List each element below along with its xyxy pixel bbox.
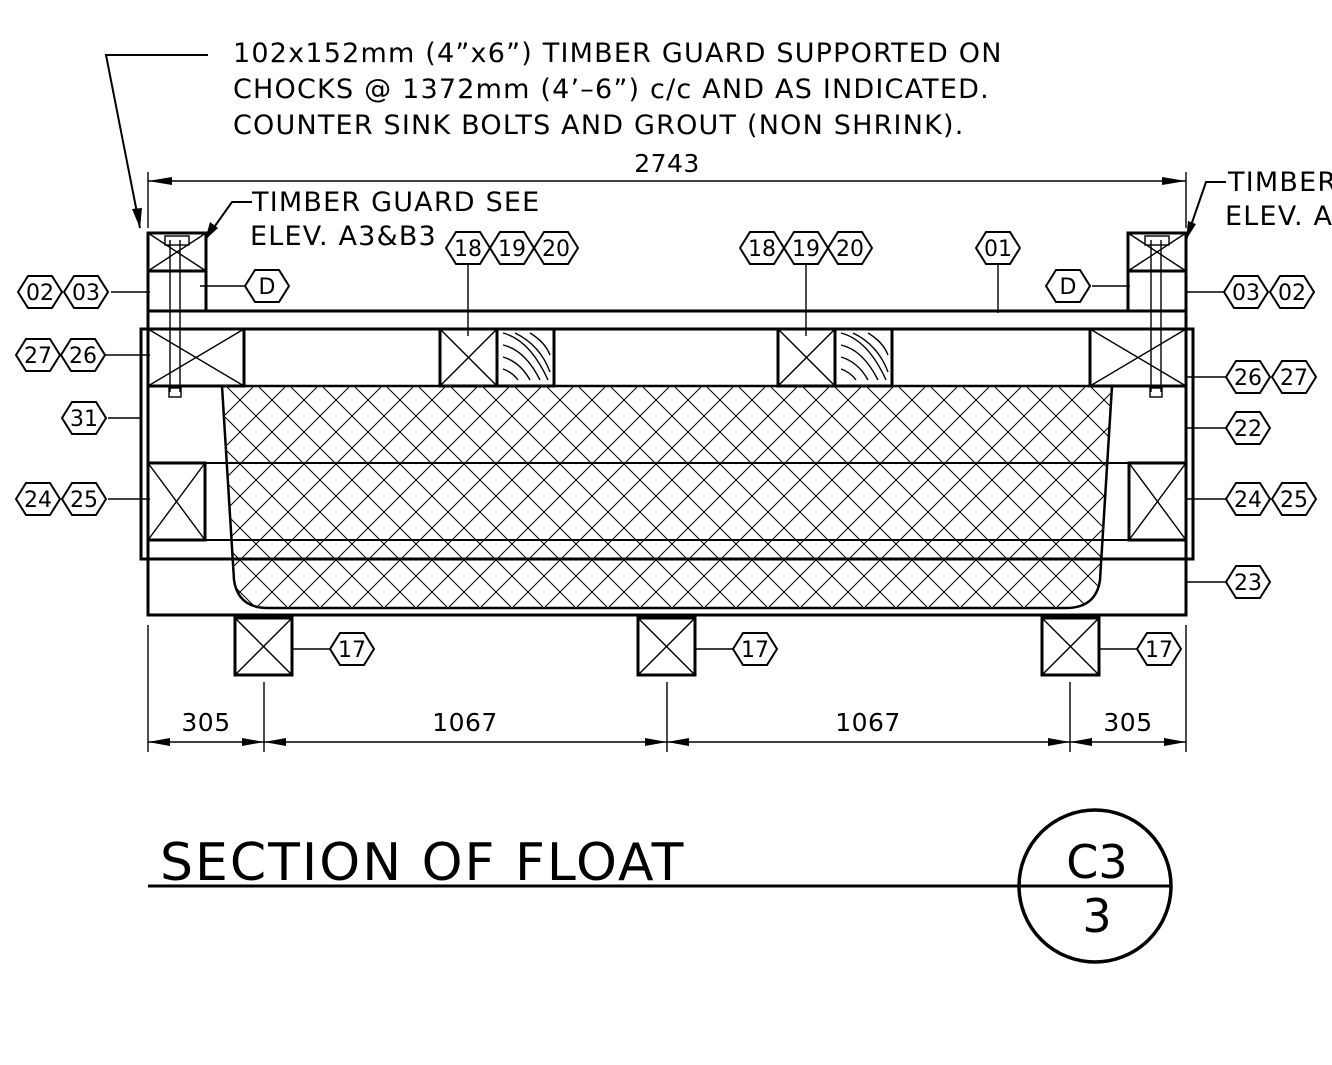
tag-20-b: 20: [826, 231, 874, 265]
dim-305-right: 305: [1103, 708, 1152, 737]
tag-17-a: 17: [328, 632, 376, 666]
tag-02-left: 02: [16, 275, 64, 309]
tag-group-top-mid: 18 19 20: [738, 231, 874, 265]
tag-23: 23: [1224, 565, 1272, 599]
chock-2: [636, 616, 697, 677]
dim-1067-right: 1067: [835, 708, 901, 737]
note-leader: [104, 54, 208, 229]
svg-text:19: 19: [792, 237, 820, 262]
tag-26-left: 26: [59, 338, 107, 372]
tag-20-a: 20: [532, 231, 580, 265]
dim-2743: 2743: [634, 149, 700, 178]
svg-text:27: 27: [24, 344, 52, 369]
svg-text:19: 19: [498, 237, 526, 262]
joist-pair-2: [776, 327, 894, 388]
svg-text:26: 26: [69, 344, 97, 369]
svg-text:22: 22: [1234, 417, 1262, 442]
chock-1: [233, 616, 294, 677]
svg-text:01: 01: [984, 237, 1012, 262]
svg-text:D: D: [259, 275, 276, 300]
tag-leaders: [105, 264, 1226, 650]
top-waler-left: [146, 327, 246, 388]
right-timber-label-2: ELEV. A: [1225, 201, 1332, 232]
svg-text:26: 26: [1234, 366, 1262, 391]
svg-text:18: 18: [454, 237, 482, 262]
tag-27-right: 27: [1270, 360, 1318, 394]
through-bolt-left: [168, 240, 182, 398]
left-timber-guard-callout: TIMBER GUARD SEE ELEV. A3&B3: [204, 187, 540, 252]
tag-26-right: 26: [1224, 360, 1272, 394]
tag-group-top-left: 18 19 20: [444, 231, 580, 265]
top-waler-right: [1088, 327, 1188, 388]
stringer-left: [146, 461, 207, 542]
note-line-3: COUNTER SINK BOLTS AND GROUT (NON SHRINK…: [233, 110, 965, 141]
tag-25-left: 25: [60, 482, 108, 516]
svg-text:02: 02: [26, 281, 54, 306]
dim-1067-left: 1067: [432, 708, 498, 737]
left-timber-label-1: TIMBER GUARD SEE: [251, 187, 540, 218]
note-line-1: 102x152mm (4”x6”) TIMBER GUARD SUPPORTED…: [233, 38, 1003, 69]
note-line-2: CHOCKS @ 1372mm (4’–6”) c/c AND AS INDIC…: [233, 74, 990, 105]
right-timber-label-1: TIMBER: [1227, 167, 1332, 198]
section-ref-top: C3: [1066, 835, 1127, 889]
foam-core: [220, 384, 1114, 610]
section-ref-bottom: 3: [1082, 889, 1111, 943]
tag-02-right: 02: [1268, 275, 1316, 309]
svg-text:23: 23: [1234, 571, 1262, 596]
svg-text:02: 02: [1278, 281, 1306, 306]
section-title-block: SECTION OF FLOAT C3 3: [148, 808, 1173, 964]
svg-text:20: 20: [836, 237, 864, 262]
svg-text:D: D: [1060, 275, 1077, 300]
tag-03-left: 03: [62, 275, 110, 309]
svg-text:17: 17: [338, 638, 366, 663]
svg-text:03: 03: [1232, 281, 1260, 306]
svg-text:24: 24: [24, 488, 52, 513]
timber-guard-left: [146, 231, 208, 313]
joist-pair-1: [438, 327, 556, 388]
svg-text:17: 17: [741, 638, 769, 663]
tag-01: 01: [974, 231, 1022, 265]
overall-dimension: 2743: [147, 149, 1187, 228]
through-bolt-right: [1149, 240, 1163, 398]
tag-17-c: 17: [1135, 632, 1183, 666]
stringer-right: [1127, 461, 1188, 542]
section-title: SECTION OF FLOAT: [160, 833, 685, 893]
deck-board: [146, 309, 1188, 331]
tag-18-b: 18: [738, 231, 786, 265]
tag-03-right: 03: [1222, 275, 1270, 309]
tag-18-a: 18: [444, 231, 492, 265]
left-timber-label-2: ELEV. A3&B3: [250, 221, 437, 252]
svg-text:25: 25: [70, 488, 98, 513]
svg-text:18: 18: [748, 237, 776, 262]
timber-guard-note: 102x152mm (4”x6”) TIMBER GUARD SUPPORTED…: [104, 38, 1003, 229]
section-reference-circle: [1017, 808, 1173, 964]
svg-text:27: 27: [1280, 366, 1308, 391]
tag-25-right: 25: [1270, 482, 1318, 516]
svg-text:25: 25: [1280, 488, 1308, 513]
tag-D-left: D: [243, 269, 291, 303]
chock-3: [1040, 616, 1101, 677]
tag-19-b: 19: [782, 231, 830, 265]
svg-text:03: 03: [72, 281, 100, 306]
note-leader-arrow: [132, 208, 142, 228]
dim-305-left: 305: [181, 708, 230, 737]
tag-17-b: 17: [731, 632, 779, 666]
svg-text:24: 24: [1234, 488, 1262, 513]
tag-24-left: 24: [14, 482, 62, 516]
svg-text:17: 17: [1145, 638, 1173, 663]
tag-27-left: 27: [14, 338, 62, 372]
tag-31: 31: [60, 401, 108, 435]
bottom-dimensions: 305 1067 1067 305: [147, 625, 1187, 752]
svg-text:31: 31: [70, 407, 98, 432]
svg-text:20: 20: [542, 237, 570, 262]
tag-D-right: D: [1044, 269, 1092, 303]
timber-guard-right: [1126, 231, 1188, 313]
right-timber-guard-callout: TIMBER ELEV. A: [1185, 167, 1332, 241]
tag-24-right: 24: [1224, 482, 1272, 516]
tag-22: 22: [1224, 411, 1272, 445]
tag-19-a: 19: [488, 231, 536, 265]
